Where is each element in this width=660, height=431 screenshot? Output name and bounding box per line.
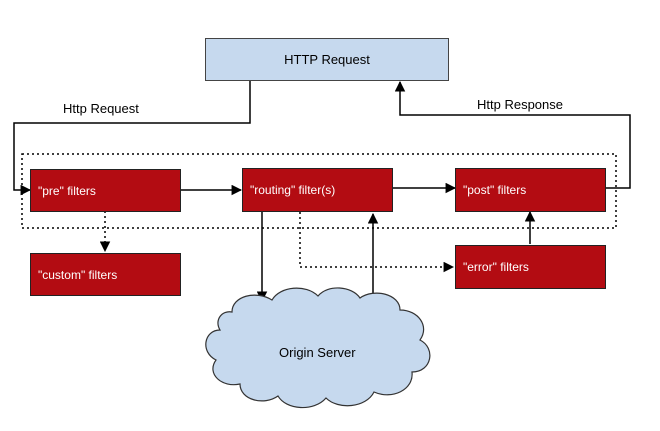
origin-server-label: Origin Server: [279, 345, 356, 360]
pre-filters-box: "pre" filters: [30, 169, 181, 212]
edge-http-response: [394, 80, 631, 189]
error-filters-box: "error" filters: [455, 245, 606, 289]
edge-label-http-response: Http Response: [477, 97, 563, 112]
edge-routing-to-error: [299, 212, 455, 273]
http-request-box: HTTP Request: [205, 38, 449, 81]
edge-label-http-request: Http Request: [63, 101, 139, 116]
custom-filters-box: "custom" filters: [30, 253, 181, 296]
origin-server-cloud: [205, 287, 431, 409]
routing-filters-box: "routing" filter(s): [242, 168, 393, 212]
filter-row-container: [21, 153, 617, 229]
post-filters-box: "post" filters: [455, 168, 606, 212]
edge-http-request: [13, 80, 251, 196]
